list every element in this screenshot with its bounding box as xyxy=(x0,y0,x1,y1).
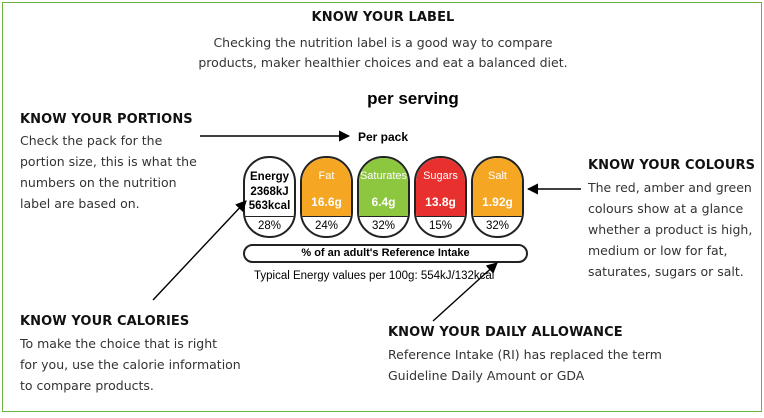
calories-line: for you, use the calorie information xyxy=(20,357,241,372)
energy-pill: Energy 2368kJ 563kcal 28% xyxy=(243,156,296,238)
info-panel: KNOW YOUR LABEL Checking the nutrition l… xyxy=(2,2,762,412)
saturates-pill-top: Saturates 6.4g xyxy=(359,158,408,217)
portions-text: Check the pack for the portion size, thi… xyxy=(20,130,197,214)
allowance-heading: KNOW YOUR DAILY ALLOWANCE xyxy=(388,325,623,340)
portions-line: numbers on the nutrition xyxy=(20,175,177,190)
per-pack-label: Per pack xyxy=(358,130,409,144)
energy-name: Energy xyxy=(250,171,289,183)
per-serving-label: per serving xyxy=(367,89,459,108)
calories-line: To make the choice that is right xyxy=(20,336,218,351)
colours-heading: KNOW YOUR COLOURS xyxy=(588,158,756,173)
saturates-amount: 6.4g xyxy=(371,195,396,209)
colours-line: medium or low for fat, xyxy=(588,243,728,258)
salt-percent: 32% xyxy=(485,220,510,232)
colours-line: The red, amber and green xyxy=(588,180,752,195)
calories-heading: KNOW YOUR CALORIES xyxy=(20,314,190,329)
salt-name: Salt xyxy=(488,170,507,182)
sugars-percent: 15% xyxy=(428,220,453,232)
allowance-line: Reference Intake (RI) has replaced the t… xyxy=(388,347,662,362)
portions-line: label are based on. xyxy=(20,196,140,211)
allowance-arrow xyxy=(432,262,498,322)
saturates-percent: 32% xyxy=(371,220,396,232)
sugars-pill-top: Sugars 13.8g xyxy=(416,158,465,217)
saturates-pill: Saturates 6.4g 32% xyxy=(357,156,410,238)
fat-percent: 24% xyxy=(314,220,339,232)
colours-text: The red, amber and green colours show at… xyxy=(588,177,752,282)
portions-heading: KNOW YOUR PORTIONS xyxy=(20,112,193,127)
intro-line-1: Checking the nutrition label is a good w… xyxy=(213,35,553,50)
colours-line: saturates, sugars or salt. xyxy=(588,264,744,279)
typical-energy-text: Typical Energy values per 100g: 554kJ/13… xyxy=(254,270,495,282)
saturates-name: Saturates xyxy=(359,170,408,182)
salt-amount: 1.92g xyxy=(482,195,513,209)
calories-line: to compare products. xyxy=(20,378,154,393)
fat-pill-top: Fat 16.6g xyxy=(302,158,351,217)
calories-text: To make the choice that is right for you… xyxy=(20,333,241,396)
energy-percent: 28% xyxy=(257,220,282,232)
portions-line: portion size, this is what the xyxy=(20,154,197,169)
colours-line: whether a product is high, xyxy=(588,222,753,237)
fat-pill: Fat 16.6g 24% xyxy=(300,156,353,238)
allowance-line: Guideline Daily Amount or GDA xyxy=(388,368,585,383)
reference-intake-bar: % of an adult's Reference Intake xyxy=(243,244,528,263)
salt-pill-top: Salt 1.92g xyxy=(473,158,522,217)
fat-amount: 16.6g xyxy=(311,195,342,209)
sugars-amount: 13.8g xyxy=(425,195,456,209)
colours-line: colours show at a glance xyxy=(588,201,744,216)
fat-name: Fat xyxy=(318,170,335,182)
intro-line-2: products, maker healthier choices and ea… xyxy=(198,55,568,70)
calories-arrow xyxy=(152,200,247,301)
allowance-text: Reference Intake (RI) has replaced the t… xyxy=(388,344,662,386)
energy-kcal: 563kcal xyxy=(248,200,291,212)
pointer-arrows xyxy=(152,130,581,322)
page-title: KNOW YOUR LABEL xyxy=(311,10,455,25)
energy-pill-top: Energy 2368kJ 563kcal xyxy=(245,158,294,217)
energy-kj: 2368kJ xyxy=(250,186,289,198)
portions-line: Check the pack for the xyxy=(20,133,163,148)
salt-pill: Salt 1.92g 32% xyxy=(471,156,524,238)
sugars-name: Sugars xyxy=(423,170,458,182)
sugars-pill: Sugars 13.8g 15% xyxy=(414,156,467,238)
